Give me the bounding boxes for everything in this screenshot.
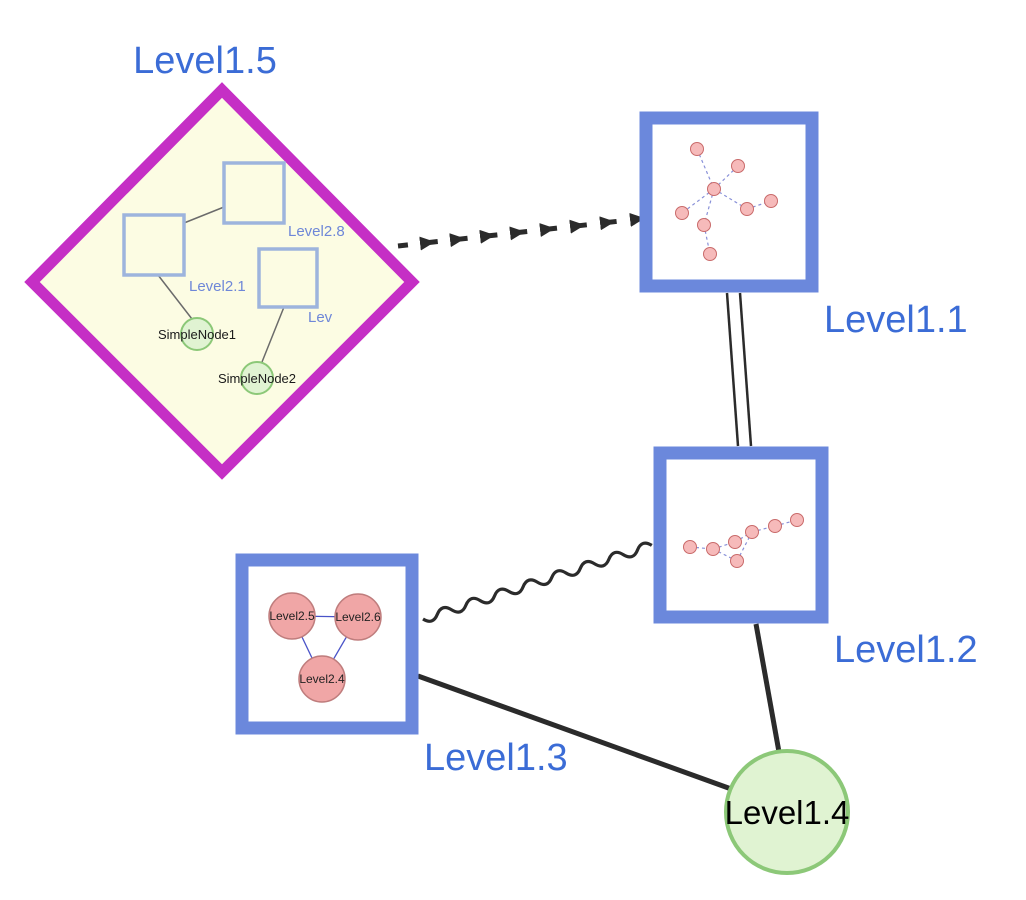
level1-1-box[interactable]	[639, 111, 819, 293]
mini-node	[790, 513, 804, 527]
level1-1-label: Level1.1	[824, 299, 968, 341]
level1-4-label: Level1.4	[725, 794, 850, 831]
level1-4-circle[interactable]	[724, 749, 850, 875]
diamond-shape[interactable]	[24, 82, 420, 480]
node-level2-1[interactable]	[122, 213, 186, 277]
mini-edge	[712, 548, 738, 562]
node-level2-6[interactable]	[334, 593, 382, 641]
level1-5-label: Level1.5	[133, 40, 277, 82]
level1-2-subgraph	[683, 513, 804, 568]
mini-node	[740, 202, 754, 216]
level1-3-subgraph: Level2.5 Level2.6 Level2.4	[268, 592, 382, 703]
edge-level13-level12[interactable]	[422, 541, 653, 623]
edge-level13-level14[interactable]	[417, 673, 735, 793]
node-simplenode2[interactable]	[240, 361, 274, 395]
level2-6-label: Level2.6	[335, 610, 381, 624]
node-level1-4[interactable]: Level1.4	[724, 749, 850, 875]
edge-levelx-simplenode2[interactable]	[261, 306, 285, 363]
mini-node	[703, 247, 717, 261]
edge-level21-simplenode1[interactable]	[157, 274, 193, 320]
node-level2-x[interactable]	[257, 247, 319, 309]
level2-8-label: Level2.8	[288, 223, 345, 240]
mini-node	[675, 206, 689, 220]
mini-node	[745, 525, 759, 539]
level1-2-box[interactable]	[653, 446, 829, 624]
node-level2-8[interactable]	[222, 161, 286, 225]
mini-node	[731, 159, 745, 173]
mini-edge	[696, 148, 715, 190]
mini-node	[764, 194, 778, 208]
mini-node	[707, 182, 721, 196]
mini-node	[730, 554, 744, 568]
node-level1-1[interactable]: Level1.1	[639, 111, 968, 341]
level2-4-label: Level2.4	[299, 672, 345, 686]
node-level2-4[interactable]	[298, 655, 346, 703]
edge-level12-level14[interactable]	[753, 623, 782, 753]
mini-node	[706, 542, 720, 556]
mini-node	[690, 142, 704, 156]
edge-level28-level21[interactable]	[183, 206, 225, 224]
level1-3-label: Level1.3	[424, 737, 568, 779]
mini-edge	[746, 200, 772, 210]
node-level1-2[interactable]: Level1.2	[653, 446, 978, 671]
level1-3-box[interactable]	[235, 553, 419, 735]
simplenode1-label: SimpleNode1	[158, 327, 236, 342]
node-level1-5[interactable]: Level1.5 Level2.8 Level2.1 Lev SimpleNod…	[24, 40, 420, 480]
level2-1-label: Level2.1	[189, 278, 246, 295]
edge-level15-level11[interactable]	[397, 212, 645, 251]
mini-node	[728, 535, 742, 549]
mini-node	[697, 218, 711, 232]
level2-x-label: Lev	[308, 309, 333, 326]
double-line-left	[725, 292, 740, 447]
node-simplenode1[interactable]	[180, 317, 214, 351]
mini-node	[683, 540, 697, 554]
level1-2-label: Level1.2	[834, 629, 978, 671]
double-line-right	[738, 292, 753, 447]
edge-level11-level12[interactable]	[725, 292, 753, 447]
level1-1-subgraph	[675, 142, 778, 261]
node-level1-3[interactable]: Level2.5 Level2.6 Level2.4 Level1.3	[235, 553, 568, 779]
level2-5-label: Level2.5	[269, 609, 315, 623]
simplenode2-label: SimpleNode2	[218, 371, 296, 386]
node-level2-5[interactable]	[268, 592, 316, 640]
mini-node	[768, 519, 782, 533]
